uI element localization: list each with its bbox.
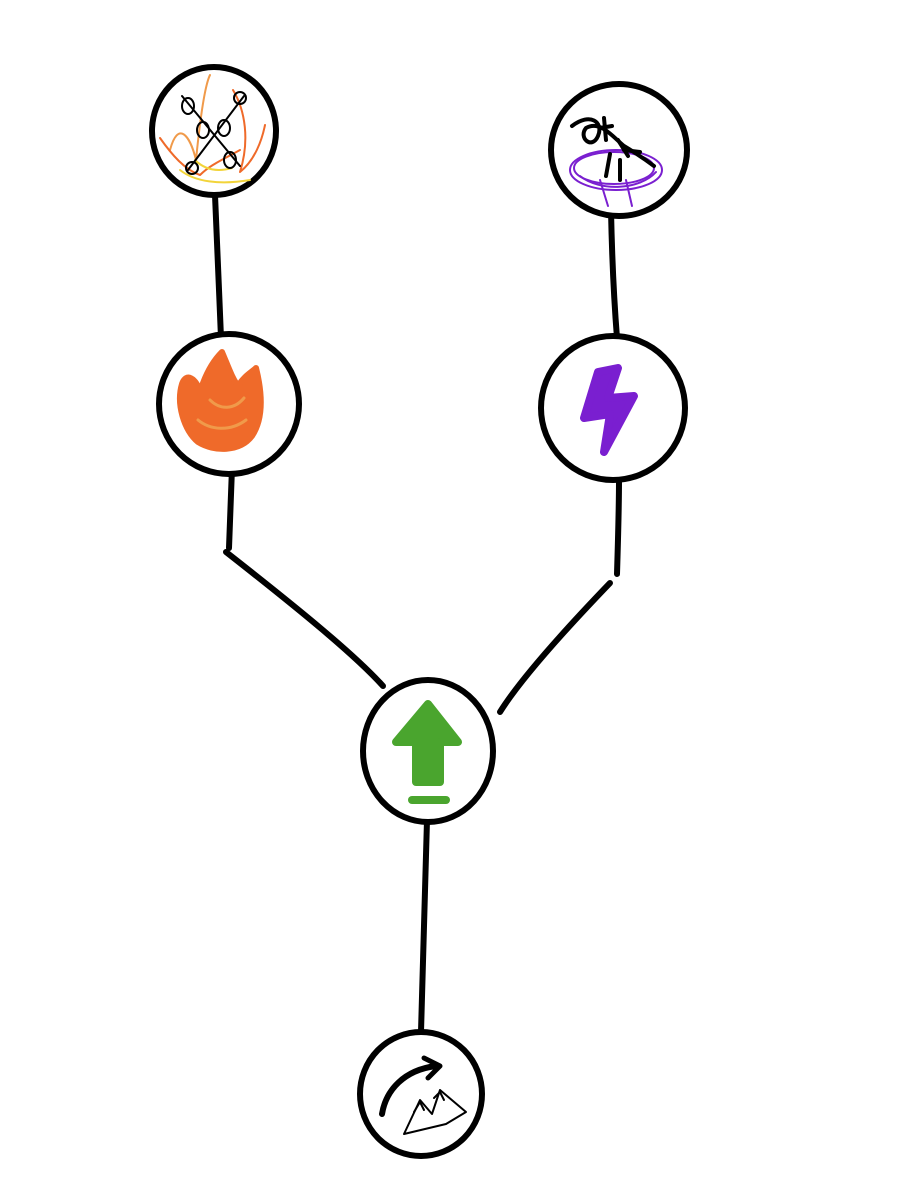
edge-hub-to-right-branch (497, 477, 622, 715)
dark-vortex-icon (569, 116, 663, 207)
green-up-arrow-icon (392, 700, 462, 804)
node-orange-flame[interactable] (156, 331, 302, 477)
mountain-leap-icon (379, 1055, 467, 1135)
edge-hub-to-left-branch (223, 465, 386, 689)
fire-chain-icon (159, 74, 266, 184)
orange-flame-icon (176, 349, 264, 452)
edge-root-to-hub (418, 817, 430, 1035)
edge-right-lightning-to-vortex (608, 207, 620, 341)
purple-lightning-icon (580, 364, 638, 456)
node-green-up-arrow[interactable] (360, 677, 496, 825)
edge-left-flame-to-fire-chain (212, 192, 224, 341)
node-dark-vortex[interactable] (548, 81, 690, 219)
node-purple-lightning[interactable] (538, 333, 688, 483)
node-fire-chain[interactable] (149, 64, 279, 198)
tree-edges (212, 192, 622, 1035)
node-mountain-leap[interactable] (357, 1029, 485, 1159)
